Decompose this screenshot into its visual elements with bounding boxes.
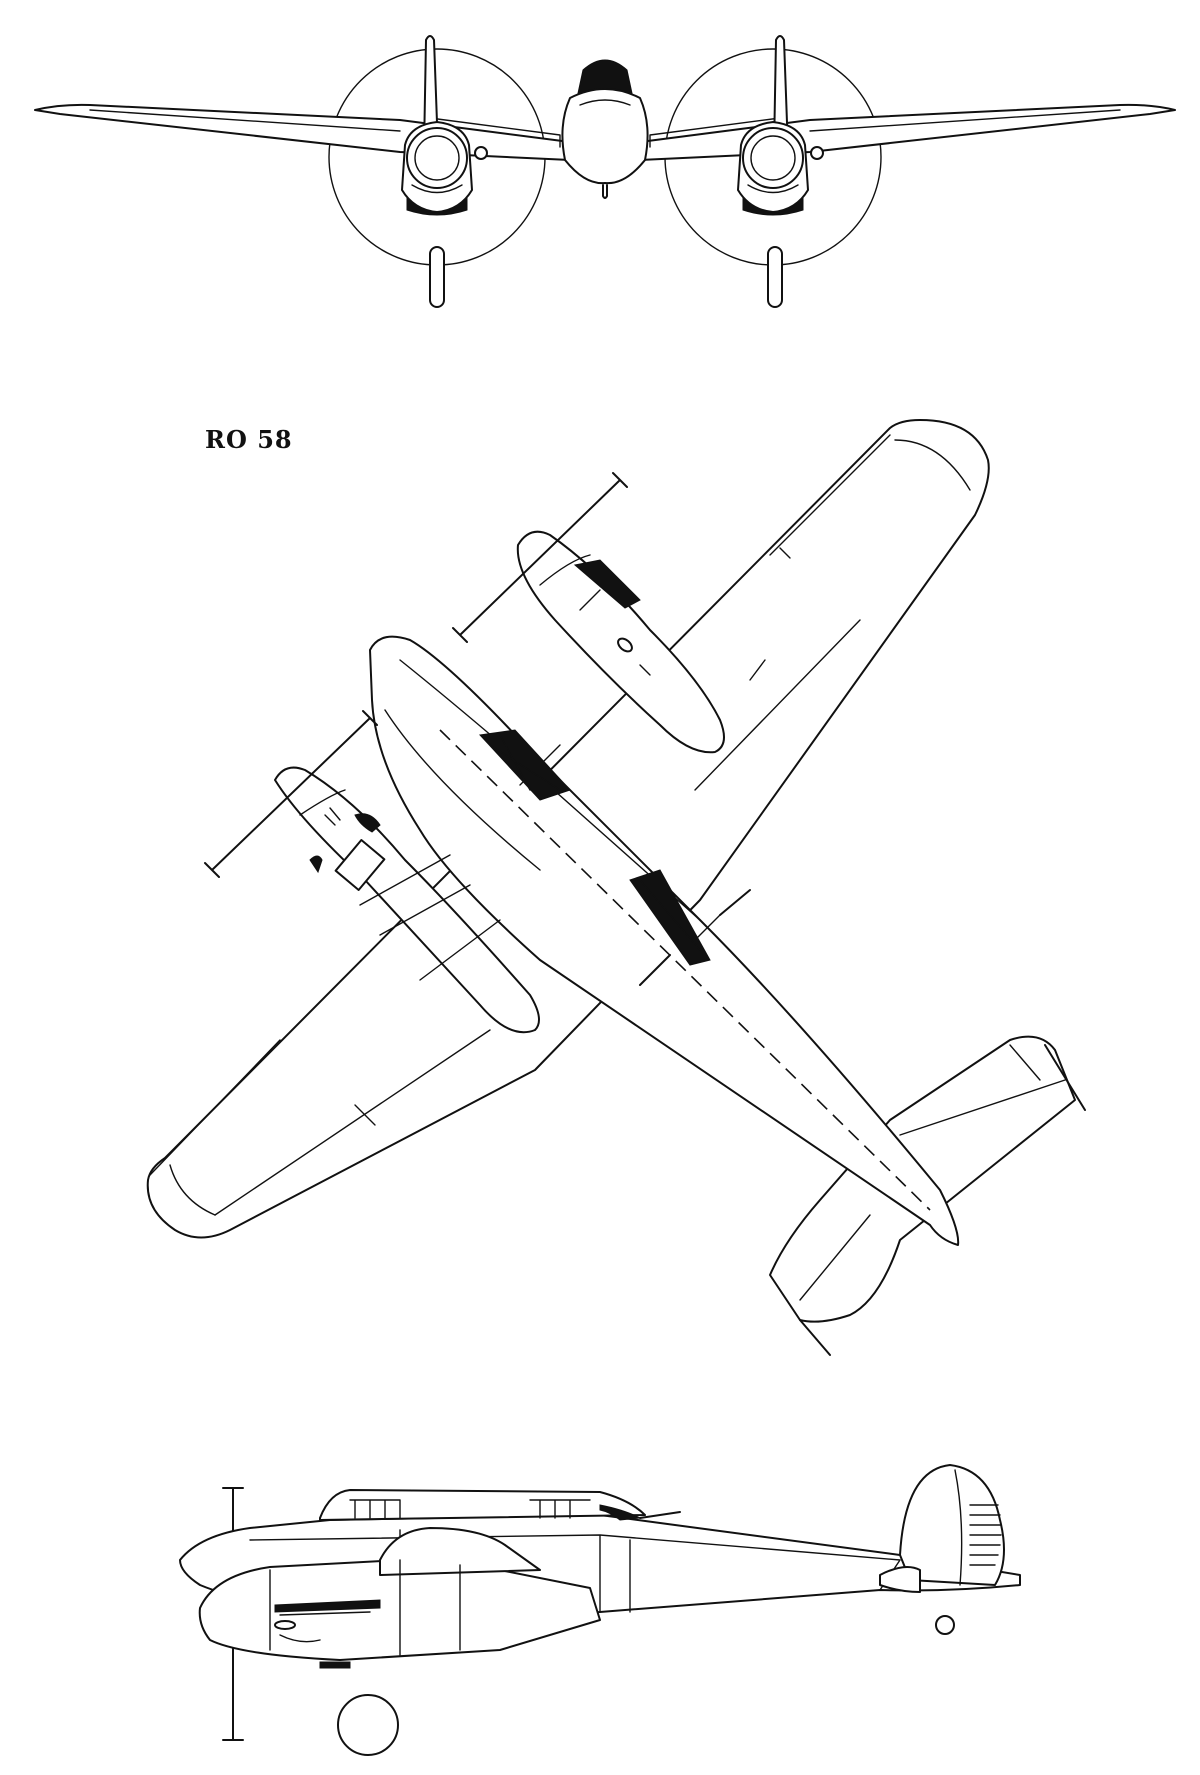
front-right-gear: [768, 247, 782, 307]
right-prop-span-mark: [453, 473, 627, 642]
front-right-wing: [640, 105, 1175, 160]
front-left-wing: [35, 105, 570, 160]
side-canopy: [320, 1490, 645, 1520]
top-view: [148, 420, 1085, 1355]
side-view: [180, 1465, 1020, 1755]
front-left-gear: [430, 247, 444, 307]
side-main-wheel: [338, 1695, 398, 1755]
front-fuselage: [562, 89, 647, 183]
aircraft-designation: RO 58: [205, 425, 293, 454]
side-tail-wheel: [936, 1616, 954, 1634]
front-view: [35, 36, 1175, 307]
left-prop-span-mark: [205, 711, 377, 877]
top-canopy-rear: [630, 870, 710, 965]
